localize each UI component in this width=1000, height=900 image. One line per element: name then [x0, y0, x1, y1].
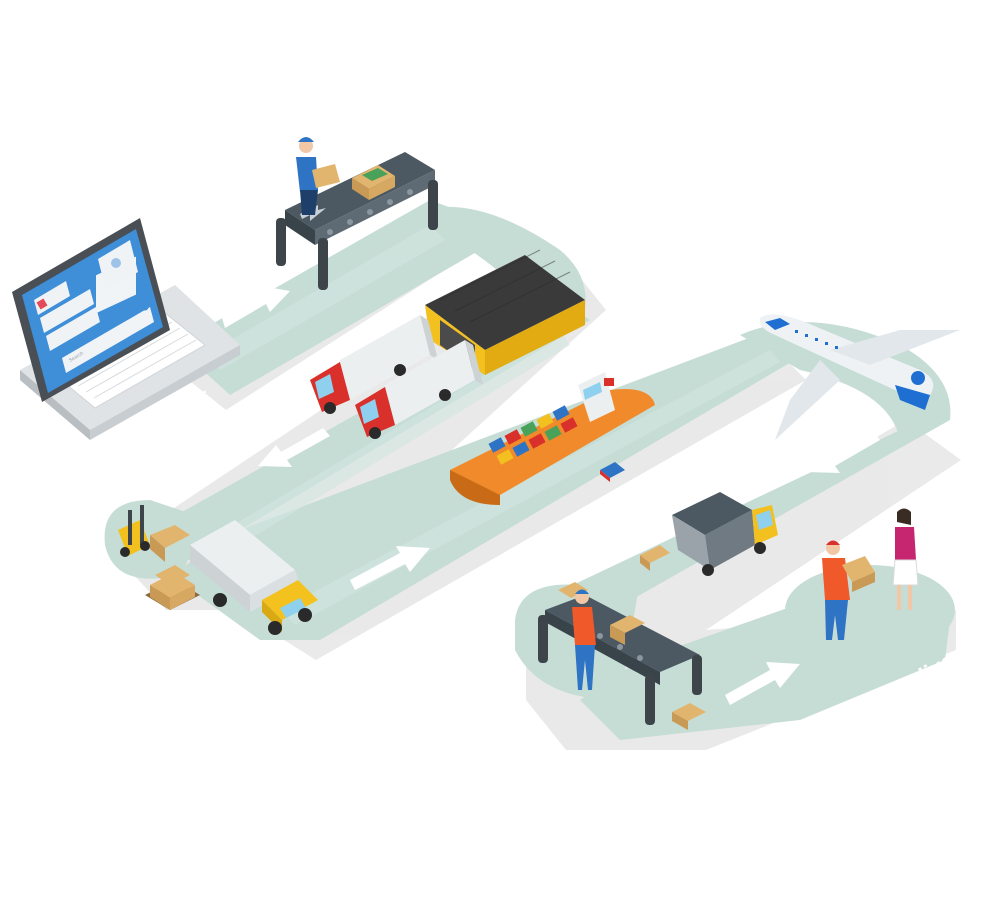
sorting-conveyor [538, 582, 706, 730]
truck-red-1 [310, 315, 438, 414]
arrow-2 [258, 428, 330, 467]
pallet-boxes [145, 565, 200, 610]
direction-arrows [222, 286, 880, 705]
arrow-5 [725, 662, 800, 705]
handover-couriers [822, 508, 919, 640]
delivery-van [640, 492, 778, 576]
arrow-4 [806, 431, 880, 473]
laptop: Search [12, 218, 240, 440]
forklift [118, 505, 190, 562]
airplane [759, 314, 960, 440]
arrow-3 [350, 546, 430, 590]
packing-conveyor [276, 137, 438, 290]
delivery-truck [190, 520, 318, 635]
arrow-1 [222, 286, 290, 328]
truck-red-2 [355, 340, 483, 439]
cargo-ship [450, 372, 655, 505]
